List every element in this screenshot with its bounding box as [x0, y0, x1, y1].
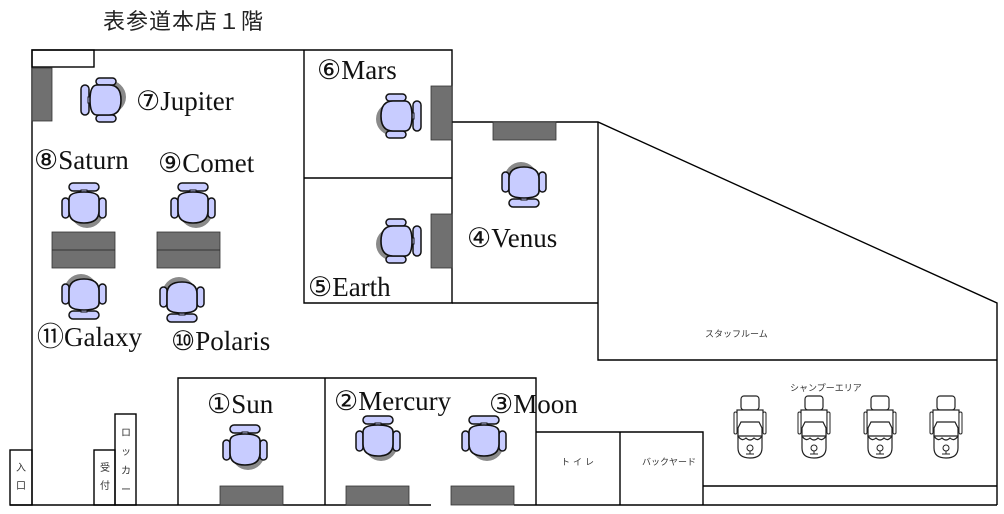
chair-mercury: [355, 415, 401, 462]
seat-label-earth[interactable]: ⑤Earth: [308, 272, 391, 302]
desk-mars: [430, 85, 453, 141]
desks: [31, 67, 557, 506]
seat-label-comet[interactable]: ⑨Comet: [158, 148, 255, 178]
shampoo-chairs: [733, 395, 963, 459]
backyard-label: バックヤード: [642, 458, 697, 468]
seat-label-venus[interactable]: ④Venus: [467, 223, 558, 253]
chair-earth: [375, 218, 422, 264]
shampoo-area-label: シャンプーエリア: [790, 384, 862, 394]
chair-mars: [375, 93, 422, 139]
desk-sun: [219, 485, 284, 506]
reception-label: 受 付: [100, 463, 110, 492]
desk-jupiter: [31, 67, 53, 122]
desk-moon: [450, 485, 515, 506]
seat-label-sun[interactable]: ①Sun: [207, 389, 274, 419]
shampoo-chair-3: [863, 395, 897, 459]
seat-label-moon[interactable]: ③Moon: [489, 389, 578, 419]
seat-label-saturn[interactable]: ⑧Saturn: [34, 145, 129, 175]
desk-venus: [492, 121, 557, 141]
chair-sun: [222, 424, 268, 471]
seat-label-galaxy[interactable]: ⑪Galaxy: [37, 322, 142, 352]
chair-moon: [461, 415, 507, 462]
chair-saturn: [61, 182, 107, 229]
toilet-label: トイレ: [561, 458, 598, 468]
chair-venus: [501, 161, 547, 208]
entrance-label: 入 口: [16, 463, 26, 492]
seat-label-polaris[interactable]: ⑩Polaris: [171, 326, 271, 356]
shampoo-chair-2: [797, 395, 831, 459]
chair-polaris: [159, 276, 205, 323]
shampoo-chair-4: [929, 395, 963, 459]
desk-earth: [430, 213, 453, 269]
chair-galaxy: [61, 273, 107, 320]
chair-comet: [170, 182, 216, 229]
page-title: 表参道本店１階: [103, 10, 265, 35]
seat-label-jupiter[interactable]: ⑦Jupiter: [136, 86, 234, 116]
seat-label-mercury[interactable]: ②Mercury: [334, 386, 452, 416]
shampoo-chair-1: [733, 395, 767, 459]
seat-label-mars[interactable]: ⑥Mars: [317, 55, 397, 85]
chair-jupiter: [80, 77, 127, 123]
staff-room-label: スタッフルーム: [705, 330, 768, 340]
desk-mercury: [345, 485, 410, 506]
locker-label: ロ ッ カ ー: [121, 428, 131, 496]
